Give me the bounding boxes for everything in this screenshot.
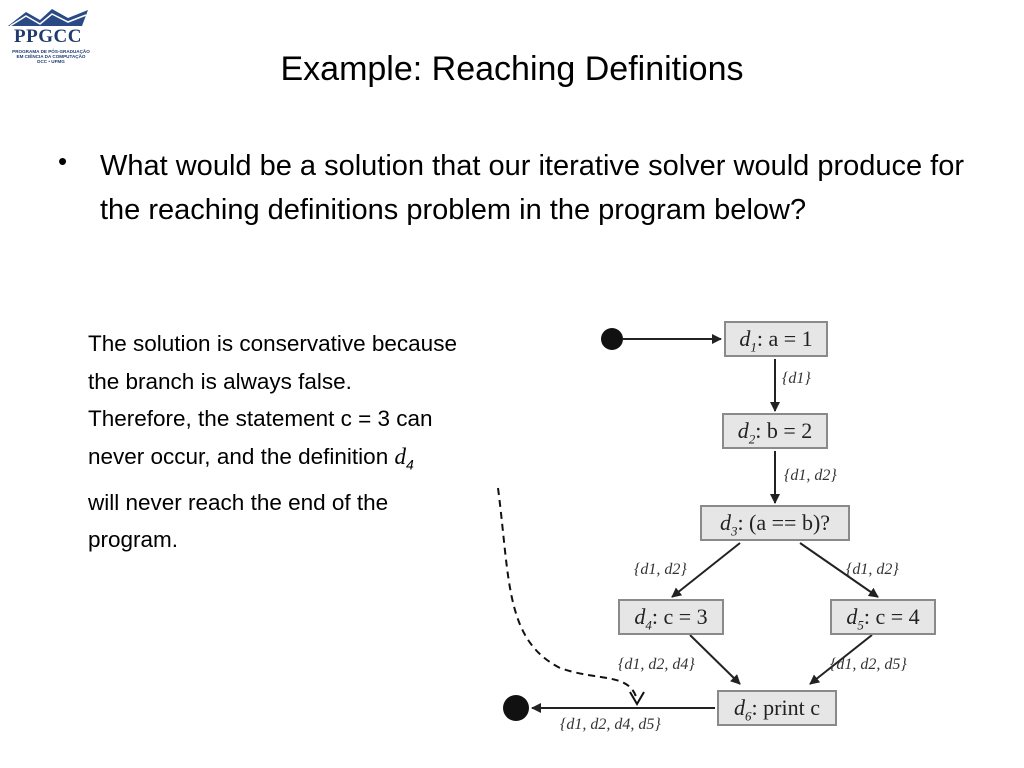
edge-label-d2-d3: {d1, d2} [784,467,837,484]
annotation-arrowhead [629,691,645,706]
edge-label-d1-d2: {d1} [782,370,811,387]
edge-label-d3-d5: {d1, d2} [846,561,899,578]
note-line-6: program. [88,527,179,552]
bullet-marker: • [58,146,68,176]
note-def-sub: 4 [405,456,414,472]
edge-label-d4-d6: {d1, d2, d4} [618,656,695,673]
note-line-5: will never reach the end of the [88,489,389,515]
note-line-4: never occur, and the definition d4 [88,438,563,484]
edge-d3-d5 [799,542,879,598]
edge-label-d6-exit: {d1, d2, d4, d5} [560,716,661,733]
logo-roof-icon [8,9,88,27]
annotation-dashed-arrow [497,487,638,701]
edge-label-d3-d4: {d1, d2} [634,561,687,578]
edge-d3-d4 [671,542,741,598]
cfg-node-d3: d3: (a == b)? [700,505,850,541]
cfg-node-d1: d1: a = 1 [724,321,828,357]
cfg-node-d4: d4: c = 3 [618,599,724,635]
logo-name: PPGCC [14,26,82,47]
note-line-4-text: never occur, and the definition [88,443,395,469]
note-def-var: d [394,443,406,469]
note-line-2: the branch is always false. [88,368,352,394]
cfg-node-d5: d5: c = 4 [830,599,936,635]
edge-d4-d6 [689,634,741,685]
logo-subtitle-1: PROGRAMA DE PÓS-GRADUAÇÃO [12,49,90,54]
note-line-3: Therefore, the statement c = 3 can [88,406,433,431]
entry-node [601,328,623,350]
logo-subtitle-3: DCC • UFMG [37,59,65,64]
edge-label-d5-d6: {d1, d2, d5} [830,656,907,673]
explanation-note: The solution is conservative because the… [88,325,563,559]
bullet-text: What would be a solution that our iterat… [100,150,965,226]
edge-d5-d6 [809,634,873,685]
slide-title: Example: Reaching Definitions [280,50,744,88]
logo-subtitle-2: EM CIÊNCIA DA COMPUTAÇÃO [16,54,86,59]
note-line-1: The solution is conservative because [88,331,457,356]
cfg-node-d2: d2: b = 2 [722,413,828,449]
exit-node [503,695,529,721]
ppgcc-logo: PPGCC PROGRAMA DE PÓS-GRADUAÇÃO EM CIÊNC… [6,6,90,66]
cfg-node-d6: d6: print c [717,690,837,726]
